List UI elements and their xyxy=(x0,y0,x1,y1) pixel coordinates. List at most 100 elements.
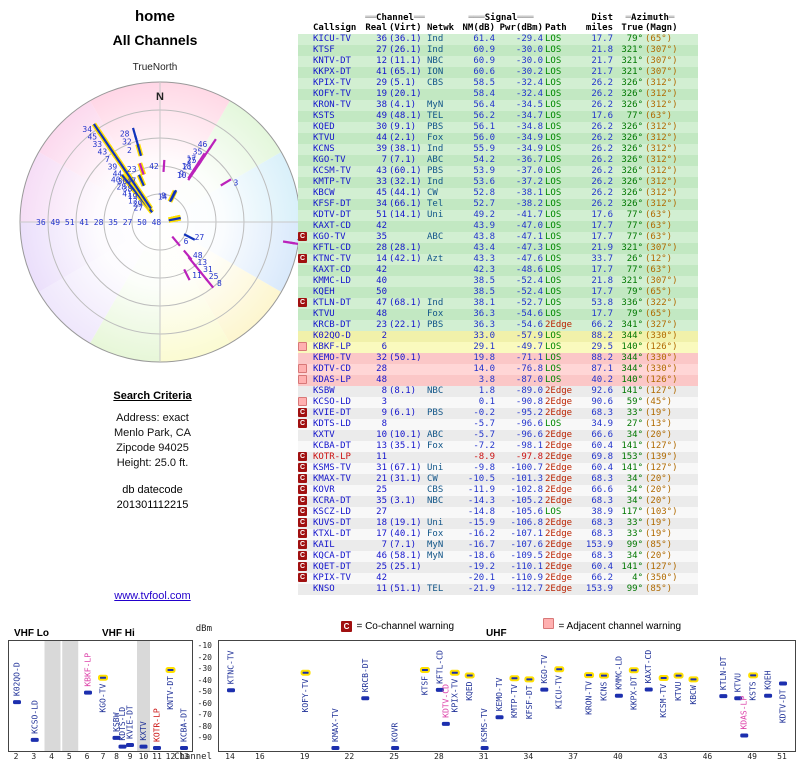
cell-callsign: KFTL-CD xyxy=(313,243,351,253)
cell-virtual-channel xyxy=(389,331,425,342)
search-height-line: Height: 25.0 ft. xyxy=(116,457,189,469)
signal-marker xyxy=(112,735,121,740)
signal-marker xyxy=(614,693,623,698)
cell-virtual-channel: (66.1) xyxy=(389,199,422,209)
signal-label: KOVR xyxy=(391,723,400,742)
warning-spacer xyxy=(298,56,311,67)
co-channel-warning-icon: C xyxy=(341,621,352,632)
cell-callsign: KCRA-DT xyxy=(313,496,351,506)
signal-marker xyxy=(391,746,400,750)
cell-distance-miles: 38.9 xyxy=(591,507,613,517)
cell-nm-db: 52.7 xyxy=(473,199,495,209)
channel-tick-label: 2 xyxy=(13,752,19,761)
radar-marker xyxy=(197,152,206,164)
cell-path: LOS xyxy=(545,309,562,319)
cell-callsign: KAIL xyxy=(313,540,335,550)
azimuth-radar-chart: N271241284029193830443974333453414472323… xyxy=(19,81,310,363)
signal-label: KTSF xyxy=(420,676,429,695)
signal-marker xyxy=(740,733,749,738)
cell-network xyxy=(427,397,457,408)
cell-nm-db: 52.8 xyxy=(473,188,495,198)
signal-label: KBKF-LP xyxy=(84,653,93,687)
uhf-panel: KTNC-TVKOFY-TVKMAX-TVKRCB-DTKOVRKTSFKFTL… xyxy=(218,640,796,752)
cell-path: 2Edge xyxy=(545,529,573,539)
cell-pwr-dbm: -87.0 xyxy=(515,375,543,385)
cell-virtual-channel: (14.1) xyxy=(389,210,422,220)
cell-network xyxy=(427,375,457,386)
cell-azimuth-magnetic: (307°) xyxy=(645,243,678,253)
warning-spacer xyxy=(298,45,311,56)
cell-network: Ind xyxy=(427,45,444,55)
cell-azimuth-true: 336° xyxy=(621,298,643,308)
signal-label: KICU-TV xyxy=(555,675,564,709)
cell-azimuth-magnetic: (19°) xyxy=(645,408,673,418)
signal-label: KSTS xyxy=(749,681,758,700)
cell-azimuth-true: 141° xyxy=(621,441,643,451)
cell-azimuth-true: 326° xyxy=(621,89,643,99)
cell-pwr-dbm: -89.0 xyxy=(515,386,543,396)
radar-channel-label: 35 xyxy=(193,148,203,157)
cell-real-channel: 7 xyxy=(381,540,387,550)
cell-nm-db: 55.9 xyxy=(473,144,495,154)
radar-marker xyxy=(121,174,131,186)
warning-spacer xyxy=(298,353,311,364)
cell-distance-miles: 153.9 xyxy=(585,540,613,550)
cell-network: Uni xyxy=(427,518,444,528)
cell-path: 2Edge xyxy=(545,584,573,594)
cell-callsign: KTVU xyxy=(313,133,335,143)
radar-marker xyxy=(138,162,145,175)
signal-marker xyxy=(441,721,450,726)
cell-path: LOS xyxy=(545,166,562,176)
radar-channel-label: 33 xyxy=(92,140,102,149)
co-channel-warning-icon: C xyxy=(298,507,307,516)
cell-virtual-channel xyxy=(389,397,425,408)
cell-real-channel: 35 xyxy=(376,496,387,506)
cell-virtual-channel: (31.1) xyxy=(389,474,422,484)
cell-path: 2Edge xyxy=(545,408,573,418)
channel-stripe xyxy=(137,641,150,751)
cell-real-channel: 28 xyxy=(376,243,387,253)
signal-label: KQED xyxy=(465,681,474,700)
cell-pwr-dbm: -98.1 xyxy=(515,441,543,451)
cell-azimuth-magnetic: (20°) xyxy=(645,485,673,495)
cell-pwr-dbm: -34.8 xyxy=(515,122,543,132)
cell-azimuth-magnetic: (139°) xyxy=(645,452,678,462)
signal-label: KTVU xyxy=(734,673,743,692)
co-channel-warning-icon: C xyxy=(298,452,307,461)
radar-crowded-labels: 36 49 51 41 28 35 27 50 48 xyxy=(36,218,161,227)
cell-network: NBC xyxy=(427,496,444,506)
cell-real-channel: 32 xyxy=(376,353,387,363)
cell-path: LOS xyxy=(545,375,562,385)
cell-pwr-dbm: -30.0 xyxy=(515,45,543,55)
warning-spacer xyxy=(298,89,311,100)
dbm-tick-label: -20 xyxy=(197,652,212,662)
cell-distance-miles: 90.6 xyxy=(591,397,613,407)
cell-callsign: KEMO-TV xyxy=(313,353,351,363)
cell-azimuth-true: 326° xyxy=(621,177,643,187)
tvfool-link[interactable]: www.tvfool.com xyxy=(114,590,191,602)
channel-tick-label: 46 xyxy=(702,752,713,761)
cell-azimuth-true: 79° xyxy=(626,309,643,319)
cell-azimuth-magnetic: (307°) xyxy=(645,45,678,55)
cell-real-channel: 18 xyxy=(376,518,387,528)
cell-distance-miles: 21.8 xyxy=(591,276,613,286)
search-zip-line: Zipcode 94025 xyxy=(116,442,189,454)
cell-azimuth-magnetic: (63°) xyxy=(645,111,673,121)
cell-real-channel: 36 xyxy=(376,34,387,44)
radar-channel-label: 28 xyxy=(120,130,130,139)
cell-real-channel: 51 xyxy=(376,210,387,220)
cell-path: 2Edge xyxy=(545,397,573,407)
cell-virtual-channel: (10.1) xyxy=(389,430,422,440)
cell-callsign: K02QO-D xyxy=(313,331,351,341)
radar-channel-label: 41 xyxy=(122,190,132,199)
cell-distance-miles: 40.2 xyxy=(591,375,613,385)
cell-azimuth-true: 341° xyxy=(621,320,643,330)
cell-nm-db: 43.8 xyxy=(473,232,495,242)
signal-label: KMAX-TV xyxy=(331,708,340,742)
cell-path: 2Edge xyxy=(545,386,573,396)
